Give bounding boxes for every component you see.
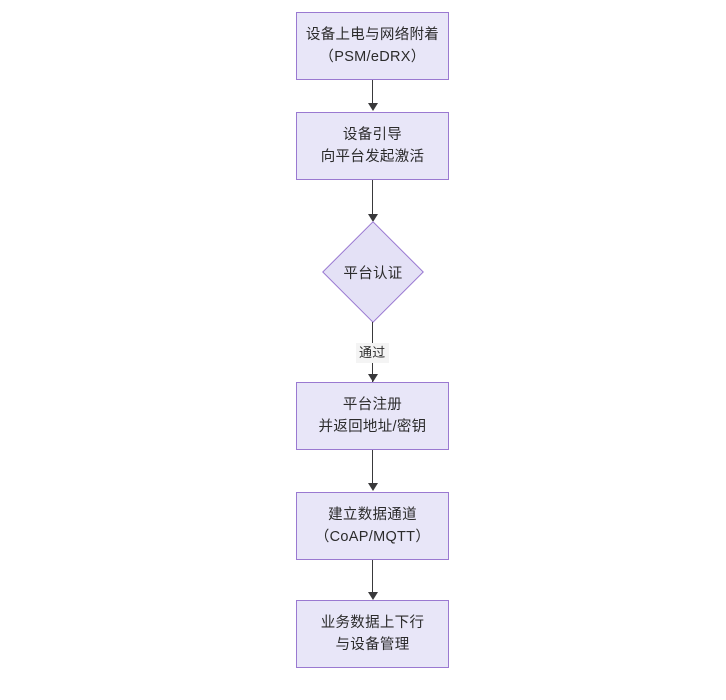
node-text-line-1: 业务数据上下行 xyxy=(320,614,425,631)
node-text-line-1: 设备上电与网络附着 xyxy=(305,26,440,43)
arrow-head-icon xyxy=(367,483,378,491)
arrow-head-icon xyxy=(367,214,378,222)
flow-edge-power-on-to-bootstrap xyxy=(372,80,374,104)
flow-node-platform-register[interactable]: 平台注册 并返回地址/密钥 xyxy=(296,382,449,450)
flow-edge-bootstrap-to-auth xyxy=(372,180,374,215)
node-text-line-1: 设备引导 xyxy=(342,126,403,143)
arrow-head-icon xyxy=(367,592,378,600)
flow-edge-channel-to-business xyxy=(372,560,374,594)
arrow-head-icon xyxy=(367,374,378,382)
node-text-line-1: 平台注册 xyxy=(342,396,403,413)
flow-edge-register-to-channel xyxy=(372,450,374,484)
node-text-line-2: 与设备管理 xyxy=(335,637,410,653)
node-text-line-2: （CoAP/MQTT） xyxy=(314,529,431,545)
node-text-line-2: （PSM/eDRX） xyxy=(319,49,426,65)
node-text-line-1: 平台认证 xyxy=(343,265,403,282)
node-text-line-2: 向平台发起激活 xyxy=(320,149,425,165)
flow-edge-label-pass: 通过 xyxy=(356,343,389,364)
flow-node-bootstrap[interactable]: 设备引导 向平台发起激活 xyxy=(296,112,449,180)
node-text-line-2: 并返回地址/密钥 xyxy=(318,419,427,435)
arrow-head-icon xyxy=(367,103,378,111)
flow-node-data-channel[interactable]: 建立数据通道 （CoAP/MQTT） xyxy=(296,492,449,560)
flow-node-platform-auth[interactable]: 平台认证 xyxy=(322,221,424,323)
flow-node-power-on[interactable]: 设备上电与网络附着 （PSM/eDRX） xyxy=(296,12,449,80)
node-text-line-1: 建立数据通道 xyxy=(328,506,417,523)
flow-node-business-data[interactable]: 业务数据上下行 与设备管理 xyxy=(296,600,449,668)
